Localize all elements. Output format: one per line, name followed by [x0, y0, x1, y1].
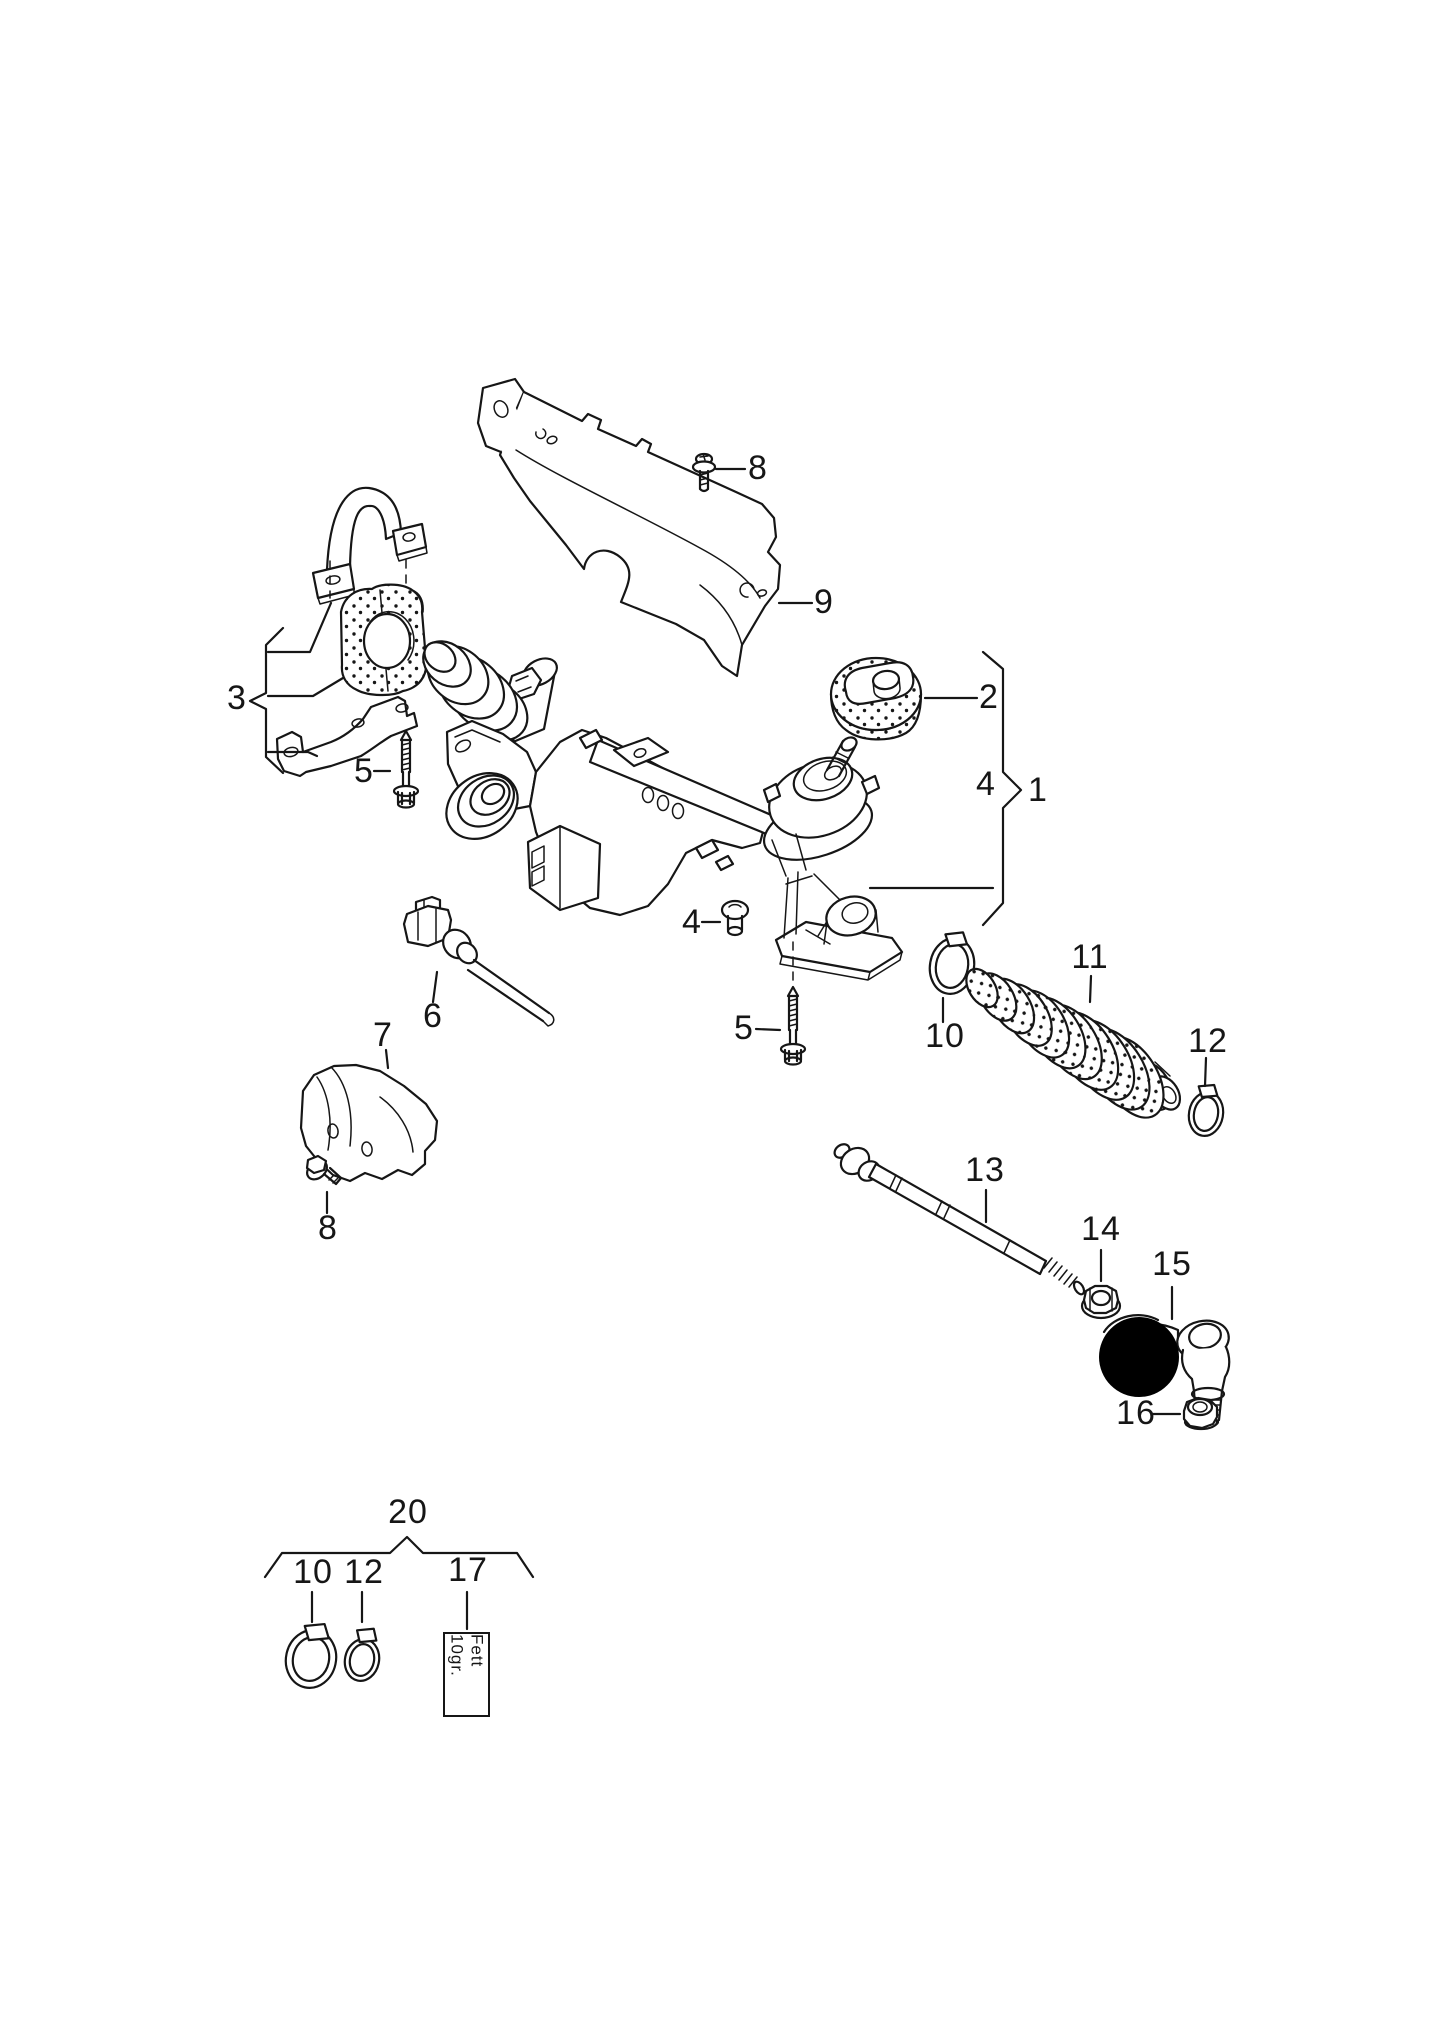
- callout-20: 20: [388, 1493, 428, 1531]
- part-14-nut: [1080, 1284, 1122, 1320]
- part-12-clamp: [1187, 1083, 1225, 1137]
- callout-10-legend: 10: [293, 1553, 333, 1591]
- callout-3: 3: [227, 679, 247, 717]
- callout-7: 7: [373, 1016, 393, 1054]
- part-3-clamp-bracket: [311, 486, 428, 605]
- callout-12-boot: 12: [1188, 1022, 1228, 1060]
- callout-9: 9: [814, 583, 834, 621]
- part-10-clamp: [928, 931, 976, 995]
- callout-2: 2: [979, 678, 999, 716]
- callout-1: 1: [1028, 771, 1048, 809]
- part-16-nut: [1182, 1396, 1219, 1431]
- highlight-circle: [1099, 1317, 1179, 1397]
- callout-13: 13: [965, 1151, 1005, 1189]
- part-5-screw-left: [392, 729, 420, 809]
- part-8-screw-top: [691, 452, 717, 493]
- part-8-screw-lower: [305, 1154, 343, 1186]
- steering-gear-assembly: [422, 640, 904, 981]
- callout-12-legend: 12: [344, 1553, 384, 1591]
- legend-group-20: [263, 1535, 535, 1689]
- part-3-strap: [275, 695, 419, 778]
- part-6-sensor-connector: [402, 895, 555, 1027]
- part-4-plug: [720, 899, 750, 937]
- part-3-bushing: [339, 583, 428, 697]
- part-7-cover: [299, 1063, 439, 1183]
- callout-11: 11: [1071, 938, 1109, 976]
- grease-quantity-label: Fett 10gr.: [447, 1634, 487, 1677]
- part-11-boot: [965, 967, 1182, 1119]
- callout-10-boot: 10: [925, 1017, 965, 1055]
- callout-bracket-1-4: [868, 650, 1023, 927]
- callout-5-center: 5: [734, 1009, 754, 1047]
- part-2-grommet: [829, 656, 923, 741]
- callout-17: 17: [448, 1551, 488, 1589]
- callout-6: 6: [423, 997, 443, 1035]
- callout-15: 15: [1152, 1245, 1192, 1283]
- callout-4-plug: 4: [682, 903, 702, 941]
- part-13-tie-rod: [833, 1143, 1086, 1296]
- callout-8-lower: 8: [318, 1209, 338, 1247]
- callout-14: 14: [1081, 1210, 1121, 1248]
- callout-4-bracket: 4: [976, 765, 996, 803]
- leader-lines: [248, 467, 1208, 1631]
- grease-box: Fett 10gr.: [443, 1632, 490, 1717]
- callout-5-left: 5: [354, 752, 374, 790]
- callout-8-top: 8: [748, 449, 768, 487]
- callout-16: 16: [1116, 1394, 1156, 1432]
- part-5-screw-center: [779, 941, 807, 1066]
- part-9-heat-shield: [476, 377, 782, 678]
